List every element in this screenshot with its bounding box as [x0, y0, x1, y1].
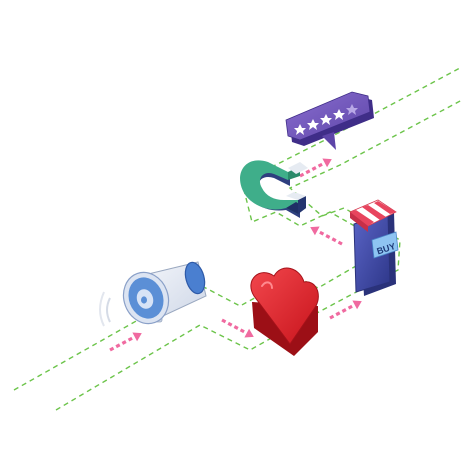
star-1-icon [294, 124, 306, 135]
arrow-to-megaphone [109, 332, 142, 352]
path-line-inner [55, 99, 463, 411]
buy-badge: BUY [371, 231, 399, 259]
arrow-to-review [299, 158, 332, 178]
star-4-icon [333, 109, 345, 120]
review-bubble-icon [285, 91, 374, 150]
arrow-to-shop [329, 300, 362, 320]
star-5-icon [346, 104, 358, 115]
star-3-icon [320, 114, 332, 125]
arrow-to-magnet [310, 226, 343, 246]
shop-awning [349, 199, 397, 232]
rating-stars [294, 104, 358, 135]
heart-icon [250, 267, 319, 356]
arrow-to-heart [221, 318, 254, 338]
megaphone-icon [99, 261, 207, 327]
flow-arrows [109, 158, 362, 352]
shop-phone-icon: BUY [349, 199, 399, 296]
star-2-icon [307, 119, 319, 130]
magnet-icon [240, 160, 308, 218]
